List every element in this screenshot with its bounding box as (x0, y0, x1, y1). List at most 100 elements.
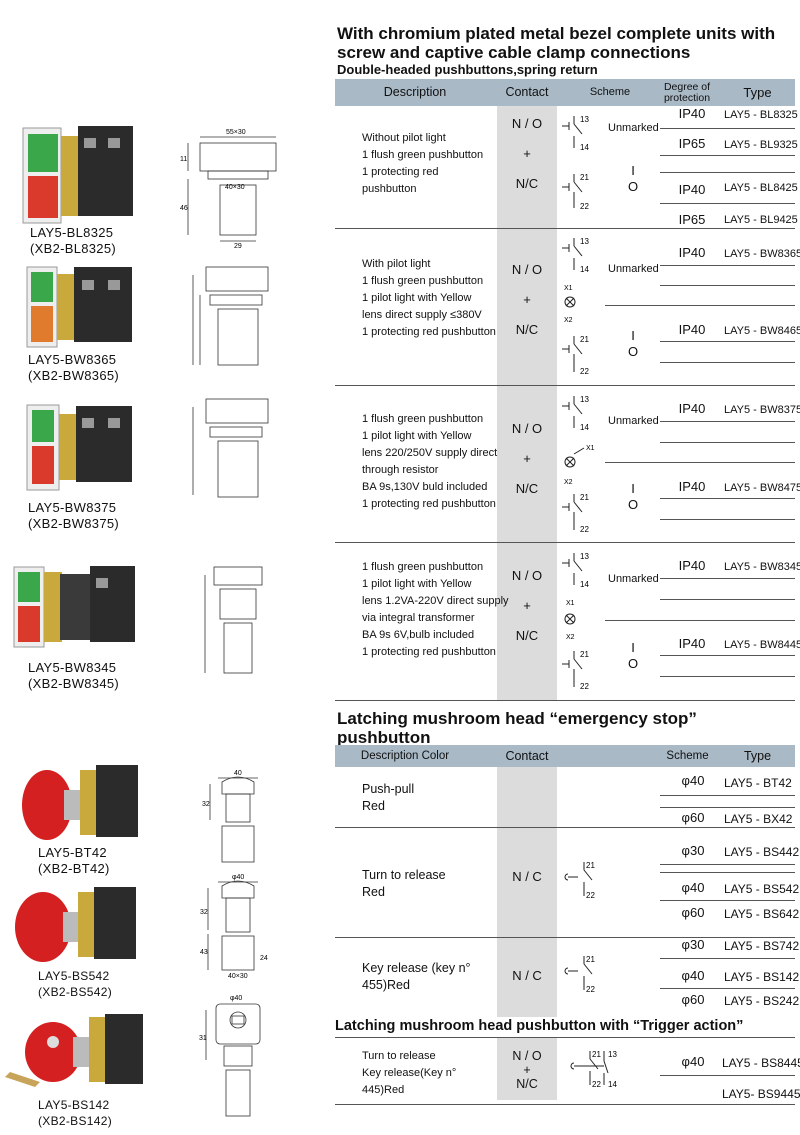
product-photo-bw8375 (26, 404, 132, 491)
svg-text:22: 22 (580, 525, 589, 534)
contact-band-3 (497, 1038, 557, 1100)
drawing-bl8325: 55×30 40×30 11 46 29 (180, 129, 277, 250)
product-alt: (XB2-BS142) (38, 1114, 112, 1128)
row3-nc-symbol: I O (626, 481, 640, 513)
sec2-row3-description: Key release (key n° 455)Red (362, 960, 471, 994)
row-divider (335, 385, 795, 386)
product-photo-bw8365 (26, 266, 132, 348)
symbol-off: O (627, 344, 639, 359)
row-divider (335, 1037, 795, 1038)
section3-title: Latching mushroom head pushbutton with “… (335, 1018, 744, 1034)
row1-type-4: LAY5 - BL9425 (724, 214, 798, 226)
svg-text:X2: X2 (564, 317, 573, 324)
section1-subtitle: Double-headed pushbuttons,spring return (337, 62, 598, 77)
product-name: LAY5-BS542 (38, 969, 110, 983)
drawing-dim: 55×30 (226, 129, 246, 136)
sec2-row3-type-2: LAY5 - BS142 (724, 970, 800, 984)
section1-title: With chromium plated metal bezel complet… (337, 24, 775, 62)
svg-text:14: 14 (580, 580, 589, 589)
svg-text:13: 13 (580, 237, 589, 246)
row4-contact: N / O + N/C (497, 561, 557, 651)
entry-divider (660, 128, 795, 129)
desc-line: Turn to release (362, 1050, 436, 1062)
row4-desc-line: via integral transformer (362, 612, 475, 624)
row3-desc-line: 1 protecting red pushbutton (362, 498, 496, 510)
product-label-4: LAY5-BW8345 (XB2-BW8345) (28, 660, 119, 692)
row2-type-1: LAY5 - BW8365 (724, 248, 800, 260)
row3-desc-line: 1 flush green pushbutton (362, 413, 484, 425)
row2-ip-2: IP40 (678, 322, 706, 337)
row2-desc-line: With pilot light (362, 258, 431, 270)
entry-divider (660, 655, 795, 656)
svg-text:14: 14 (580, 143, 589, 152)
row1-ip-3: IP40 (678, 182, 706, 197)
entry-divider (660, 442, 795, 443)
row1-scheme-diagram: 13 14 21 22 (562, 115, 589, 211)
row4-scheme-diagram: 13 14 X1 X2 21 22 (562, 552, 589, 691)
row4-desc-line: BA 9s 6V,bulb included (362, 629, 475, 641)
sec3-type-2: LAY5- BS9445 (722, 1087, 800, 1101)
svg-text:21: 21 (580, 335, 589, 344)
contact-plus: + (523, 292, 531, 307)
desc-line: Key release (key n° (362, 961, 471, 975)
row2-contact: N / O + N/C (497, 255, 557, 345)
drawing-dim: 29 (234, 243, 242, 250)
section2-table-header: Description Color Contact Scheme Type (335, 745, 795, 767)
row-divider (335, 1104, 795, 1105)
section1-title-line1: With chromium plated metal bezel complet… (337, 24, 776, 43)
header-type: Type (743, 748, 772, 763)
svg-text:13: 13 (580, 115, 589, 124)
svg-text:13: 13 (608, 1050, 617, 1059)
entry-divider (660, 155, 795, 156)
svg-text:21: 21 (580, 650, 589, 659)
entry-divider (660, 421, 795, 422)
sec2-row1-description: Push-pull Red (362, 781, 414, 815)
row3-type-2: LAY5 - BW8475 (724, 482, 800, 494)
contact-no: N / O (511, 262, 543, 277)
svg-text:21: 21 (580, 493, 589, 502)
drawing-dim: φ40 (232, 874, 244, 881)
entry-divider (660, 599, 795, 600)
contact-nc: N/C (515, 322, 539, 337)
svg-text:14: 14 (580, 423, 589, 432)
header-description: Description (383, 85, 447, 99)
desc-line: Red (362, 885, 385, 899)
symbol-off: O (627, 497, 639, 512)
sec2-row2-type-3: LAY5 - BS642 (724, 907, 800, 921)
contact-band-1 (497, 106, 557, 700)
svg-text:X2: X2 (564, 479, 573, 486)
row3-description: 1 flush green pushbutton 1 pilot light w… (362, 411, 497, 513)
header-degree-line2: protection (663, 91, 711, 104)
entry-divider (605, 462, 795, 463)
row1-desc-line: 1 protecting red (362, 166, 439, 178)
sec2-row1-type-1: LAY5 - BT42 (724, 776, 792, 790)
svg-text:22: 22 (586, 985, 595, 994)
row-divider (335, 228, 795, 229)
header-contact: Contact (505, 748, 549, 763)
desc-line: 455)Red (362, 978, 410, 992)
entry-divider (660, 872, 795, 873)
sec2-row3-size-1: φ30 (681, 937, 705, 952)
entry-divider (660, 285, 795, 286)
symbol-off: O (627, 656, 639, 671)
entry-divider (660, 958, 795, 959)
sec2-row2-type-1: LAY5 - BS442 (724, 845, 800, 859)
product-name: LAY5-BS142 (38, 1098, 110, 1112)
svg-text:X1: X1 (564, 285, 573, 292)
entry-divider (660, 203, 795, 204)
row4-desc-line: 1 protecting red pushbutton (362, 646, 496, 658)
drawing-dim: 32 (200, 909, 208, 916)
contact-plus: + (523, 146, 531, 161)
symbol-on: I (631, 640, 635, 655)
entry-divider (660, 498, 795, 499)
row1-desc-line: pushbutton (362, 183, 417, 195)
entry-divider (660, 795, 795, 796)
svg-text:21: 21 (586, 861, 595, 870)
svg-text:X1: X1 (566, 600, 575, 607)
section2-title-line2: pushbutton (337, 728, 431, 747)
row1-contact: N / O + N/C (497, 109, 557, 199)
desc-line: Push-pull (362, 782, 415, 796)
row-divider (335, 542, 795, 543)
entry-divider (660, 172, 795, 173)
sec2-row2-contact: N / C (512, 869, 542, 884)
